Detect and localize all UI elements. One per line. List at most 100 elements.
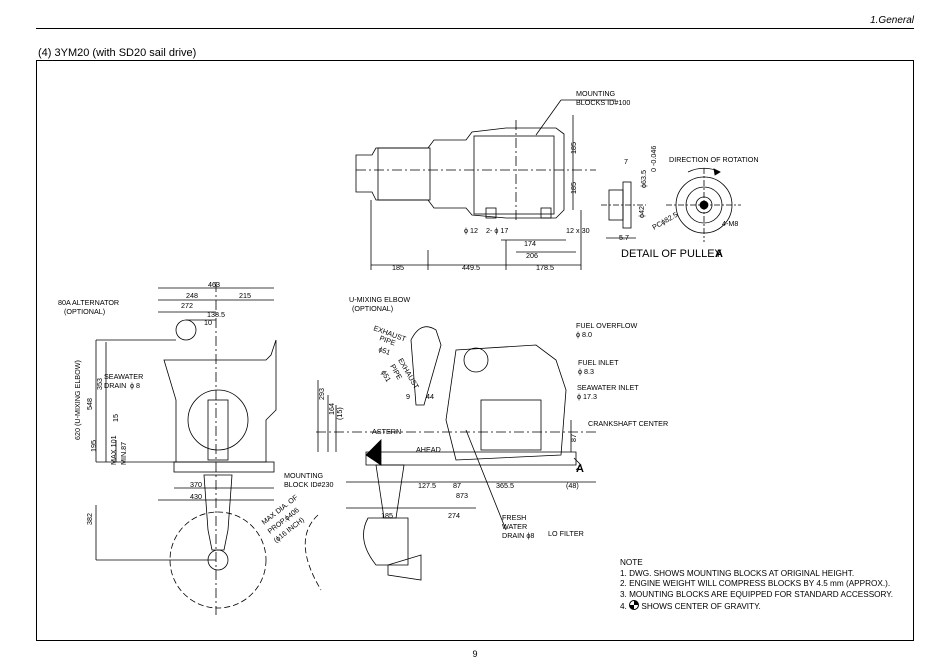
front-dim-272: 272 xyxy=(181,301,193,310)
engine-base xyxy=(365,451,577,466)
side-propeller xyxy=(387,554,422,581)
note-4-text: SHOWS CENTER OF GRAVITY. xyxy=(641,602,761,612)
front-dim-215: 215 xyxy=(239,291,251,300)
u-mixing-elbow-icon xyxy=(410,326,442,406)
fresh-water-label-1: FRESH xyxy=(502,513,526,522)
engine-top-head xyxy=(473,135,555,215)
front-dim-101: MAX 101 xyxy=(109,435,118,465)
alternator-label-1: 80A ALTERNATOR xyxy=(58,298,119,307)
top-dim-slot: 12 x 30 xyxy=(566,226,590,235)
side-dim-87: 87 xyxy=(453,481,461,490)
seawater-inlet-label-1: SEAWATER INLET xyxy=(577,383,639,392)
side-view xyxy=(304,326,596,591)
engine-top-block xyxy=(377,147,431,201)
side-dim-9: 9 xyxy=(406,392,410,401)
header-rule xyxy=(36,28,914,29)
side-dim-44: 44 xyxy=(426,392,434,401)
front-dim-463: 463 xyxy=(208,280,220,289)
side-dim-164: 164 xyxy=(327,403,336,415)
fuel-overflow-label-1: FUEL OVERFLOW xyxy=(576,321,637,330)
side-dim-48: (48) xyxy=(566,481,579,490)
seawater-drain-label-1: SEAWATER xyxy=(104,372,143,381)
alternator-icon xyxy=(175,319,197,341)
seawater-drain-label-2: DRAIN xyxy=(104,381,126,390)
section-label: 1.General xyxy=(870,15,914,26)
engine-side-outline xyxy=(445,344,567,461)
fuel-inlet-label-2: ϕ 8.3 xyxy=(578,367,594,376)
drawing-frame xyxy=(36,60,914,641)
top-dim-hole-17: 2- ϕ 17 xyxy=(486,226,508,235)
front-sail-leg xyxy=(203,474,233,551)
front-dim-353: 353 xyxy=(95,378,104,390)
front-dim-195: 195 xyxy=(89,440,98,452)
view-a-label: A xyxy=(576,463,584,475)
mount-block-right xyxy=(540,207,552,219)
top-dim-hole-12: ϕ 12 xyxy=(464,226,478,235)
seawater-drain-label-3: ϕ 8 xyxy=(130,381,140,390)
notes-title: NOTE xyxy=(620,558,643,567)
front-drive-leg xyxy=(207,399,229,461)
center-of-gravity-icon xyxy=(629,600,640,611)
side-dim-1275: 127.5 xyxy=(418,481,436,490)
pulley-detail-title: DETAIL OF PULLEY xyxy=(621,248,723,260)
front-dim-10: 10 xyxy=(204,318,212,327)
note-1: 1. DWG. SHOWS MOUNTING BLOCKS AT ORIGINA… xyxy=(620,568,855,578)
seawater-inlet-label-2: ϕ 17.3 xyxy=(577,392,597,401)
front-dim-382: 382 xyxy=(85,513,94,525)
crankshaft-center-label: CRANKSHAFT CENTER xyxy=(588,419,668,428)
engine-top-outline xyxy=(355,127,565,219)
top-dim-185-a: 185 xyxy=(569,142,578,154)
propeller-circle xyxy=(169,511,267,609)
front-dim-15: 15 xyxy=(111,414,120,422)
pulley-dim-tol: 0 -0.046 xyxy=(649,146,658,172)
front-dim-430: 430 xyxy=(190,492,202,501)
front-dim-620: 620 (U-MIXING ELBOW) xyxy=(73,360,82,440)
top-dim-174: 174 xyxy=(524,239,536,248)
front-dim-248: 248 xyxy=(186,291,198,300)
lo-filter-label: LO FILTER xyxy=(548,529,584,538)
ahead-label: AHEAD xyxy=(416,445,441,454)
note-3: 3. MOUNTING BLOCKS ARE EQUIPPED FOR STAN… xyxy=(620,589,893,599)
pulley-dim-42: ϕ42 xyxy=(637,206,646,218)
top-dim-185-b: 185 xyxy=(569,182,578,194)
mount-block-left xyxy=(485,207,497,219)
pulley-detail-letter: A xyxy=(715,248,723,260)
u-elbow-label-2: (OPTIONAL) xyxy=(352,304,393,313)
note-2: 2. ENGINE WEIGHT WILL COMPRESS BLOCKS BY… xyxy=(620,579,891,589)
mounting-block-label-1: MOUNTING xyxy=(284,471,324,480)
pulley-dim-7: 7 xyxy=(624,157,628,166)
front-view xyxy=(95,282,277,615)
side-dim-185: 185 xyxy=(381,511,393,520)
pulley-dim-635: ϕ63.5 xyxy=(639,170,648,188)
technical-drawing: MOUNTING BLOCKS ID#100 185 185 ϕ 12 2- ϕ… xyxy=(58,89,759,615)
page-number: 9 xyxy=(472,649,478,659)
drawing-title: (4) 3YM20 (with SD20 sail drive) xyxy=(38,47,197,59)
top-dim-206: 206 xyxy=(526,251,538,260)
fuel-overflow-label-2: ϕ 8.0 xyxy=(576,330,592,339)
alternator-label-2: (OPTIONAL) xyxy=(64,307,105,316)
exhaust1-label-3: ϕ51 xyxy=(377,344,391,357)
side-dim-873: 873 xyxy=(456,491,468,500)
view-a-arrow xyxy=(573,457,582,471)
side-dim-15: (15) xyxy=(335,407,344,420)
note-4-number: 4. xyxy=(620,602,627,612)
top-dim-185: 185 xyxy=(392,263,404,272)
fuel-inlet-label-1: FUEL INLET xyxy=(578,358,619,367)
pulley-rotation-label: DIRECTION OF ROTATION xyxy=(669,155,759,164)
side-dim-274: 274 xyxy=(448,511,460,520)
side-dim-3655: 365.5 xyxy=(496,481,514,490)
front-dim-1385: 138.5 xyxy=(207,310,225,319)
notes-block: NOTE 1. DWG. SHOWS MOUNTING BLOCKS AT OR… xyxy=(620,558,893,613)
pulley-dim-57: 5.7 xyxy=(619,233,629,242)
pulley-dim-m8: 4-M8 xyxy=(722,219,738,228)
pulley-dim-pcd: PCϕ82.5 xyxy=(651,210,680,232)
u-elbow-label-1: U-MIXING ELBOW xyxy=(349,295,410,304)
fresh-water-label-3: DRAIN ϕ8 xyxy=(502,531,534,540)
top-dim-4495: 449.5 xyxy=(462,263,480,272)
top-dim-1785: 178.5 xyxy=(536,263,554,272)
mounting-block-label-2: BLOCK ID#230 xyxy=(284,480,334,489)
fresh-water-label-2: WATER xyxy=(502,522,527,531)
pulley-detail xyxy=(601,167,741,242)
engine-front-outline xyxy=(163,339,277,463)
astern-label: ASTERN xyxy=(372,427,401,436)
